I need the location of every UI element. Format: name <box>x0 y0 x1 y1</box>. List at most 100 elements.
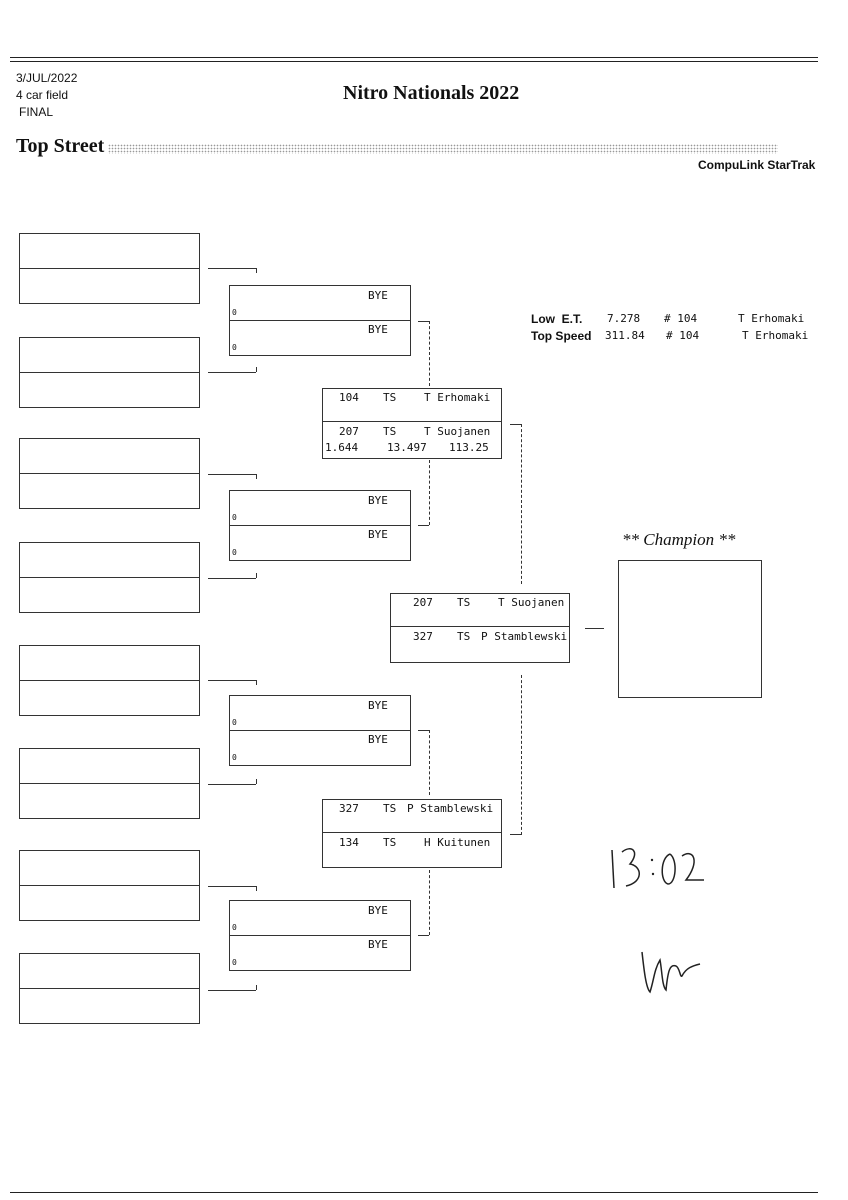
entry-box <box>19 438 200 509</box>
stage-label: FINAL <box>19 105 54 119</box>
connector <box>256 268 257 273</box>
competitor-name: BYE <box>368 699 388 712</box>
connector <box>418 321 429 322</box>
entry-box <box>19 233 200 304</box>
score: 0 <box>232 308 237 317</box>
speed: 113.25 <box>449 441 489 454</box>
top-speed-value: 311.84 <box>605 329 645 342</box>
connector <box>208 990 256 991</box>
connector <box>418 730 429 731</box>
score: 0 <box>232 343 237 352</box>
connector <box>429 321 430 386</box>
class-code: TS <box>383 836 397 849</box>
connector <box>521 424 522 584</box>
connector <box>208 474 256 475</box>
car-number: 104 <box>339 391 359 404</box>
connector <box>256 886 257 891</box>
elapsed-time: 13.497 <box>387 441 427 454</box>
connector <box>256 985 257 990</box>
connector <box>418 525 429 526</box>
low-et-driver: T Erhomaki <box>738 312 805 325</box>
connector <box>256 474 257 479</box>
event-date: 3/JUL/2022 <box>16 71 78 85</box>
competitor-name: BYE <box>368 323 388 336</box>
top-speed-label: Top Speed <box>531 329 592 343</box>
car-number: 207 <box>339 425 359 438</box>
entry-box <box>19 337 200 408</box>
car-number: 327 <box>413 630 433 643</box>
connector <box>208 784 256 785</box>
connector <box>429 730 430 795</box>
low-et-label: Low E.T. <box>531 312 583 326</box>
competitor-name: P Stamblewski <box>407 802 494 815</box>
score: 0 <box>232 958 237 967</box>
round1-match: BYE 0 BYE 0 <box>229 695 411 766</box>
connector <box>256 573 257 578</box>
class-code: TS <box>383 425 397 438</box>
entry-box <box>19 748 200 819</box>
top-speed-car: # 104 <box>666 329 700 342</box>
reaction-time: 1.644 <box>325 441 359 454</box>
connector <box>510 424 521 425</box>
competitor-name: BYE <box>368 938 388 951</box>
car-number: 134 <box>339 836 359 849</box>
score: 0 <box>232 513 237 522</box>
champion-box <box>618 560 762 698</box>
competitor-name: BYE <box>368 528 388 541</box>
score: 0 <box>232 548 237 557</box>
competitor-name: P Stamblewski <box>481 630 568 643</box>
low-et-car: # 104 <box>664 312 698 325</box>
page-title: Nitro Nationals 2022 <box>343 82 520 104</box>
low-et-value: 7.278 <box>607 312 641 325</box>
entry-box <box>19 542 200 613</box>
bottom-rule <box>10 1192 818 1193</box>
champion-label: ** Champion ** <box>622 530 736 549</box>
competitor-name: T Suojanen <box>424 425 491 438</box>
category-title: Top Street <box>16 135 105 157</box>
connector <box>208 578 256 579</box>
competitor-name: H Kuitunen <box>424 836 491 849</box>
score: 0 <box>232 753 237 762</box>
competitor-name: BYE <box>368 904 388 917</box>
top-rule <box>10 57 818 58</box>
entry-box <box>19 645 200 716</box>
semifinal-match: 327 TS P Stamblewski 134 TS H Kuitunen <box>322 799 502 868</box>
connector <box>208 886 256 887</box>
entry-box <box>19 850 200 921</box>
connector <box>256 779 257 784</box>
score: 0 <box>232 923 237 932</box>
entry-box <box>19 953 200 1024</box>
connector <box>585 628 604 629</box>
connector <box>208 268 256 269</box>
vendor-label: CompuLink StarTrak <box>698 158 816 172</box>
class-code: TS <box>457 630 471 643</box>
connector <box>256 367 257 372</box>
connector <box>418 935 429 936</box>
car-number: 207 <box>413 596 433 609</box>
class-code: TS <box>383 802 397 815</box>
competitor-name: BYE <box>368 733 388 746</box>
competitor-name: T Erhomaki <box>424 391 491 404</box>
connector <box>208 372 256 373</box>
competitor-name: BYE <box>368 494 388 507</box>
connector <box>208 680 256 681</box>
connector <box>256 680 257 685</box>
score: 0 <box>232 718 237 727</box>
round1-match: BYE 0 BYE 0 <box>229 285 411 356</box>
field-size: 4 car field <box>16 88 69 102</box>
competitor-name: BYE <box>368 289 388 302</box>
round1-match: BYE 0 BYE 0 <box>229 490 411 561</box>
top-speed-driver: T Erhomaki <box>742 329 809 342</box>
class-code: TS <box>457 596 471 609</box>
connector <box>429 460 430 525</box>
top-rule-2 <box>10 61 818 62</box>
class-code: TS <box>383 391 397 404</box>
final-match: 207 TS T Suojanen 327 TS P Stamblewski <box>390 593 570 663</box>
handwritten-time <box>611 848 704 889</box>
dotted-fill <box>108 144 778 154</box>
handwritten-initials <box>641 951 701 994</box>
connector <box>521 675 522 835</box>
connector <box>510 834 521 835</box>
round1-match: BYE 0 BYE 0 <box>229 900 411 971</box>
competitor-name: T Suojanen <box>498 596 565 609</box>
